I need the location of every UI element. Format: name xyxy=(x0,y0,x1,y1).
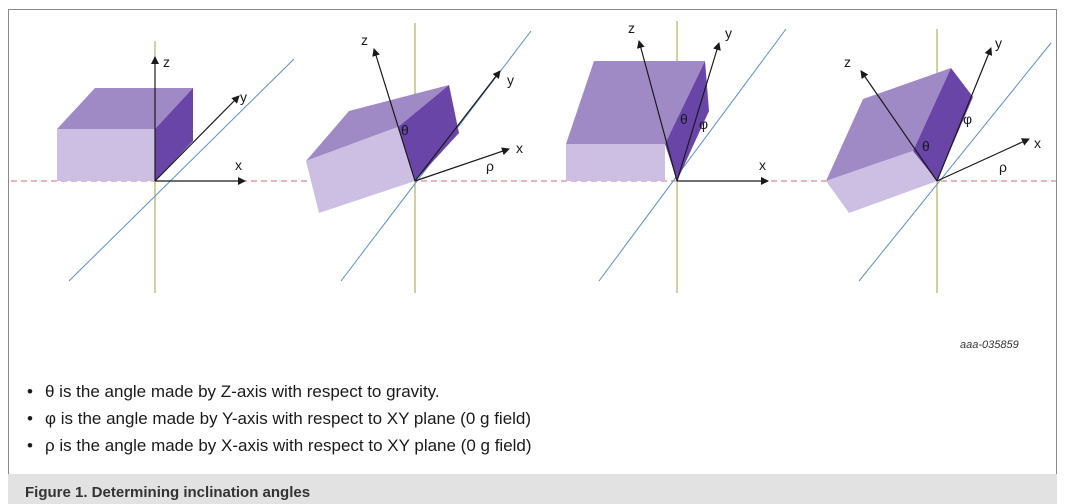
bullet-list: • θ is the angle made by Z-axis with res… xyxy=(27,382,532,463)
panel-4-z-label: z xyxy=(844,54,851,70)
panel-2-block-top xyxy=(306,85,449,161)
panel-2-block-side xyxy=(398,85,459,181)
panel-1-block-top xyxy=(57,88,193,129)
panel-2-block-front xyxy=(306,127,415,213)
bullet-item: • φ is the angle made by Y-axis with res… xyxy=(27,409,532,436)
panel-3-block-side xyxy=(665,61,709,181)
panel-1-y-label: y xyxy=(240,89,247,105)
panel-4-block-front xyxy=(826,151,937,213)
figure-id: aaa-035859 xyxy=(960,339,1019,351)
panel-2-x-label: x xyxy=(516,140,523,156)
panel-4-theta-label: θ xyxy=(922,138,930,154)
panel-3-phi-label: φ xyxy=(699,116,708,132)
bullet-glyph: • xyxy=(27,436,33,455)
panel-1-x-label: x xyxy=(235,157,242,173)
panel-3: z y x θ φ xyxy=(566,20,787,293)
panel-1-block-front xyxy=(57,129,155,181)
bullet-text: ρ is the angle made by X-axis with respe… xyxy=(45,436,532,455)
panel-1-block-side xyxy=(155,88,193,181)
panel-2-z-axis xyxy=(372,48,416,182)
panel-2-theta-label: θ xyxy=(401,122,409,138)
panel-1-diagonal-line xyxy=(68,58,295,282)
panel-3-y-axis xyxy=(676,42,721,182)
panel-3-theta-label: θ xyxy=(680,111,688,127)
panel-4-x-label: x xyxy=(1034,135,1041,151)
panel-3-y-label: y xyxy=(725,25,732,41)
panel-3-z-axis xyxy=(636,40,678,182)
bullet-item: • θ is the angle made by Z-axis with res… xyxy=(27,382,532,409)
panel-2-y-label: y xyxy=(507,72,514,88)
panel-4-y-label: y xyxy=(995,35,1002,51)
bullet-text: θ is the angle made by Z-axis with respe… xyxy=(45,382,440,401)
figure-frame: z y x z y x θ ρ xyxy=(8,9,1057,487)
panel-4-diagonal-line xyxy=(858,42,1052,282)
panel-2: z y x θ ρ xyxy=(306,23,532,293)
bullet-item: • ρ is the angle made by X-axis with res… xyxy=(27,436,532,463)
bullet-glyph: • xyxy=(27,409,33,428)
panel-4-x-axis xyxy=(936,138,1030,182)
panel-3-block-top xyxy=(566,61,705,144)
panel-2-z-label: z xyxy=(361,32,368,48)
panel-2-y-axis xyxy=(414,70,501,182)
panel-4-block-side xyxy=(913,68,973,181)
panel-3-diagonal-line xyxy=(598,28,787,282)
panel-2-x-axis xyxy=(414,147,510,182)
panel-1-z-label: z xyxy=(163,54,170,70)
panel-4-phi-label: φ xyxy=(963,111,972,127)
panel-3-block-front xyxy=(566,144,665,181)
inclination-diagram: z y x z y x θ ρ xyxy=(11,20,1056,293)
panel-3-z-label: z xyxy=(628,20,635,36)
panel-2-rho-label: ρ xyxy=(486,158,494,174)
panel-3-x-label: x xyxy=(759,157,766,173)
panel-1-y-axis xyxy=(154,95,240,182)
panel-4: z y x θ φ ρ xyxy=(826,29,1052,293)
panel-4-z-axis xyxy=(860,70,938,182)
panel-1: z y x xyxy=(57,41,295,293)
figure-caption: Figure 1. Determining inclination angles xyxy=(25,484,311,501)
bullet-glyph: • xyxy=(27,382,33,401)
panel-4-rho-label: ρ xyxy=(999,159,1007,175)
panel-4-block-top xyxy=(826,68,951,181)
figure-caption-bar: Figure 1. Determining inclination angles xyxy=(8,474,1057,504)
panel-4-y-axis xyxy=(936,47,993,182)
bullet-text: φ is the angle made by Y-axis with respe… xyxy=(45,409,532,428)
